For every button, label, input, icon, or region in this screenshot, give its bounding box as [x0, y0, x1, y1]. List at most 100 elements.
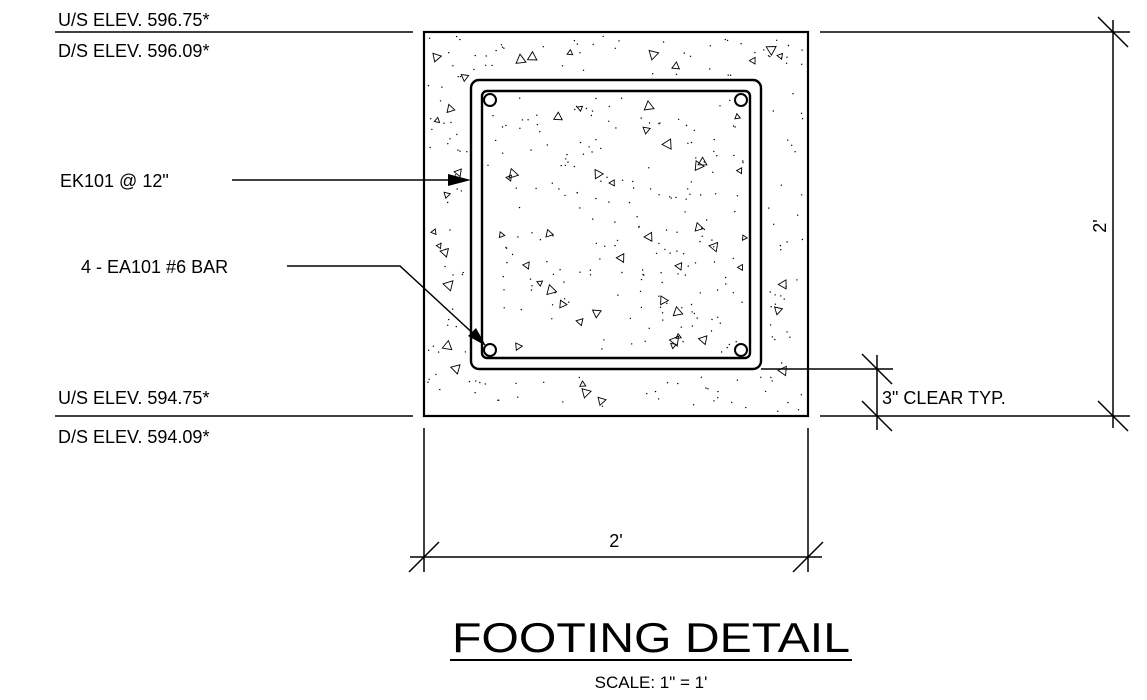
concrete-speck: [450, 121, 452, 124]
concrete-speck: [642, 269, 644, 271]
concrete-speck: [774, 338, 776, 341]
top-ds-elevation-label: D/S ELEV. 596.09*: [58, 41, 209, 61]
concrete-speck: [712, 171, 714, 173]
concrete-speck: [511, 253, 514, 256]
concrete-speck: [573, 165, 576, 168]
aggregate-triangle: [671, 61, 681, 70]
concrete-speck: [614, 244, 616, 247]
concrete-speck: [717, 397, 719, 399]
aggregate-triangle: [594, 168, 605, 180]
concrete-speck: [687, 188, 689, 190]
concrete-speck: [454, 174, 457, 176]
concrete-speck: [691, 311, 693, 313]
concrete-speck: [576, 43, 579, 45]
aggregate-triangle: [498, 230, 506, 239]
concrete-speck: [642, 273, 644, 276]
concrete-speck: [427, 381, 429, 383]
concrete-speck: [431, 128, 433, 131]
aggregate-triangle: [581, 388, 592, 399]
concrete-speck: [484, 383, 486, 385]
concrete-speck: [767, 55, 770, 57]
concrete-speck: [502, 152, 504, 154]
width-tick-left: [408, 541, 440, 573]
aggregate-triangle: [515, 53, 527, 64]
concrete-speck: [732, 257, 734, 260]
aggregate-triangle: [443, 191, 452, 200]
concrete-speck: [731, 401, 733, 404]
concrete-speck: [754, 52, 756, 54]
concrete-speck: [520, 308, 522, 311]
aggregate-triangle: [552, 111, 563, 121]
concrete-speck: [578, 376, 580, 379]
concrete-speck: [437, 351, 440, 353]
height-dimension-label: 2': [1090, 219, 1110, 232]
aggregate-triangle: [674, 261, 683, 271]
concrete-speck: [646, 392, 648, 395]
clear-cover-tick-bottom: [861, 400, 893, 432]
concrete-speck: [638, 225, 640, 228]
concrete-speck: [693, 312, 696, 315]
concrete-speck: [700, 376, 703, 378]
aggregate-triangle: [576, 105, 584, 113]
concrete-speck: [785, 62, 788, 64]
concrete-speck: [616, 239, 619, 242]
concrete-speck: [542, 46, 544, 48]
concrete-speck: [455, 325, 457, 328]
concrete-speck: [669, 196, 671, 198]
concrete-speck: [517, 236, 519, 238]
concrete-speck: [535, 187, 537, 190]
stirrup-outer: [469, 78, 763, 371]
concrete-speck: [552, 235, 554, 237]
concrete-speck: [527, 119, 529, 121]
concrete-speck: [736, 195, 739, 197]
aggregate-triangle: [777, 279, 787, 290]
concrete-speck: [430, 118, 432, 120]
concrete-speck: [780, 184, 782, 186]
concrete-speck: [500, 44, 503, 46]
concrete-speck: [629, 317, 632, 320]
rebar-bottom-right: [734, 343, 748, 357]
concrete-speck: [588, 146, 590, 148]
concrete-speck: [599, 258, 601, 260]
concrete-speck: [530, 149, 532, 151]
concrete-speck: [670, 197, 672, 199]
concrete-speck: [592, 218, 594, 220]
concrete-speck: [648, 122, 651, 124]
aggregate-triangle: [741, 234, 749, 241]
aggregate-triangle: [643, 231, 653, 242]
concrete-speck: [760, 376, 762, 378]
concrete-speck: [732, 125, 735, 127]
concrete-speck: [589, 274, 592, 276]
concrete-speck: [474, 54, 476, 57]
concrete-speck: [485, 64, 487, 67]
concrete-speck: [474, 392, 476, 394]
concrete-speck: [562, 401, 564, 403]
concrete-speck: [709, 68, 711, 70]
concrete-speck: [736, 379, 739, 381]
concrete-speck: [501, 46, 504, 48]
concrete-speck: [734, 126, 736, 128]
aggregate-triangle: [748, 56, 756, 65]
concrete-speck: [503, 47, 505, 49]
concrete-speck: [640, 278, 643, 281]
concrete-speck: [800, 394, 802, 396]
concrete-speck: [772, 110, 774, 112]
concrete-speck: [461, 273, 464, 276]
concrete-speck: [648, 167, 650, 169]
concrete-speck: [531, 285, 533, 287]
concrete-speck: [794, 151, 796, 153]
concrete-speck: [780, 249, 782, 251]
aggregate-triangle: [694, 159, 705, 172]
aggregate-triangle: [460, 74, 470, 83]
concrete-speck: [787, 44, 790, 47]
concrete-speck: [574, 108, 576, 111]
concrete-speck: [428, 378, 430, 380]
concrete-speck: [796, 279, 798, 281]
concrete-speck: [695, 157, 697, 159]
concrete-speck: [606, 176, 608, 178]
concrete-speck: [559, 269, 561, 271]
concrete-speck: [682, 253, 685, 255]
aggregate-triangle: [515, 342, 524, 352]
concrete-speck: [664, 248, 666, 251]
concrete-speck: [742, 161, 744, 164]
